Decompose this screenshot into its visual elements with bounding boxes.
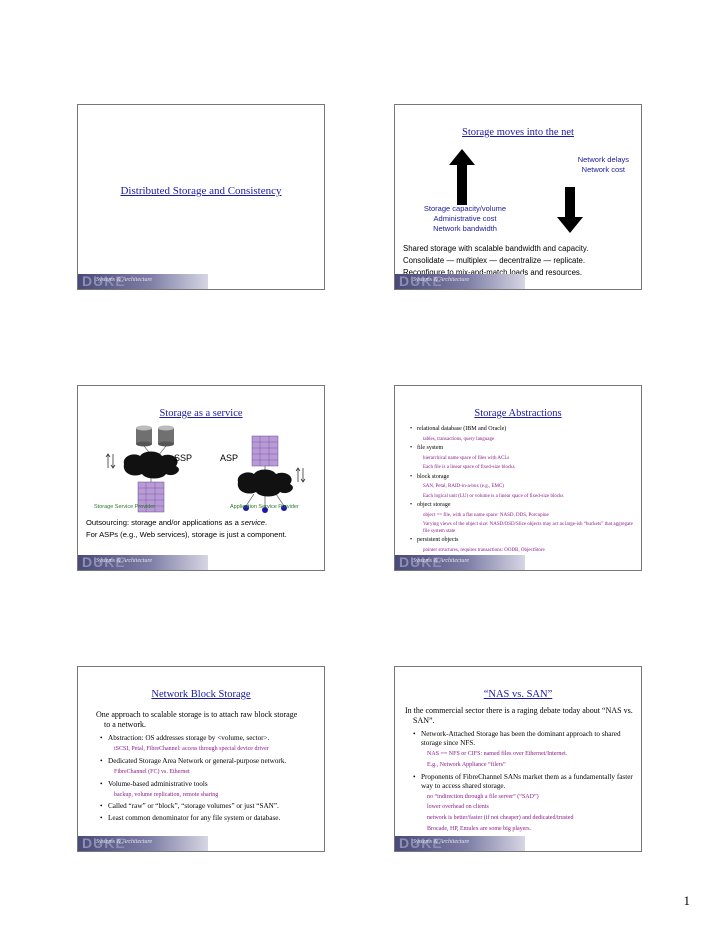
bullet-item: file system <box>409 445 635 453</box>
page-number: 1 <box>683 893 691 908</box>
bullet-item: persistent objects <box>409 537 635 545</box>
sub-bullet: Brocade, HP, Emulex are some big players… <box>427 825 532 832</box>
slide-intro: One approach to scalable storage is to a… <box>96 710 298 730</box>
duke-logo: DUKE <box>399 835 443 851</box>
slide-body: Outsourcing: storage and/or applications… <box>86 517 287 541</box>
sub-bullet: Varying views of the object size: NASD/O… <box>423 522 633 534</box>
slide-intro: In the commercial sector there is a ragi… <box>405 706 633 726</box>
bidirectional-arrow-icon <box>105 453 116 469</box>
client-node-icon <box>243 505 249 511</box>
asp-caption: Application Service Provider <box>230 504 299 510</box>
client-node-icon <box>281 505 287 511</box>
slide-title: Storage Abstractions <box>474 408 562 419</box>
down-arrow-icon <box>557 187 583 233</box>
network-cloud-icon <box>123 451 179 479</box>
bullet-item: Abstraction: OS addresses storage by <vo… <box>98 734 318 743</box>
slide-body: Shared storage with scalable bandwidth a… <box>403 243 588 279</box>
slide-distributed-storage: Distributed Storage and Consistency DUKE… <box>77 104 325 290</box>
up-arrow-icon <box>449 149 475 205</box>
sub-bullet: object == file, with a flat name space: … <box>423 512 549 518</box>
bullet-item: block storage <box>409 474 635 482</box>
server-rack-icon <box>137 481 165 513</box>
asp-label: ASP <box>220 453 239 463</box>
slide-footer: DUKE Systems & Architecture <box>78 273 208 289</box>
slide-title: Distributed Storage and Consistency <box>120 185 282 197</box>
sub-bullet: iSCSI, Petal, FibreChannel: access throu… <box>114 746 269 752</box>
sub-bullet: Each logical unit (LU) or volume is a li… <box>423 493 564 499</box>
sub-bullet: FibreChannel (FC) vs. Ethernet <box>114 768 190 775</box>
storage-service-diagram <box>105 425 306 513</box>
footer-text: Systems & Architecture <box>413 839 470 845</box>
bullet-item: Volume-based administrative tools <box>98 780 318 789</box>
server-rack-icon <box>251 435 279 467</box>
duke-logo: DUKE <box>399 273 443 289</box>
slide-footer: DUKE Systems & Architecture <box>395 835 525 851</box>
slide-network-block-storage: Network Block Storage One approach to sc… <box>77 666 325 852</box>
slide-footer: DUKE Systems & Architecture <box>78 835 208 851</box>
footer-text: Systems & Architecture <box>413 558 470 564</box>
sub-bullet: NAS == NFS or CIFS: named files over Eth… <box>427 751 568 757</box>
slide-title: Storage as a service <box>159 408 243 419</box>
bullet-item: Network-Attached Storage has been the do… <box>411 730 637 748</box>
disk-stack-icon <box>158 425 174 447</box>
bullet-item: relational database (IBM and Oracle) <box>409 426 635 434</box>
up-factor: Network cost <box>581 165 626 175</box>
up-factors: Network delays Network cost <box>578 155 629 175</box>
duke-logo: DUKE <box>82 835 126 851</box>
slide-storage-service: Storage as a service <box>77 385 325 571</box>
slide-title: Storage moves into the net <box>462 127 574 138</box>
slide-footer: DUKE Systems & Architecture <box>395 554 525 570</box>
down-factor: Network bandwidth <box>433 223 497 233</box>
sub-bullet: backup, volume replication, remote shari… <box>114 791 219 798</box>
bullet-list: relational database (IBM and Oracle) tab… <box>409 424 635 554</box>
sub-bullet: Each file is a linear space of fixed-siz… <box>423 465 515 470</box>
duke-logo: DUKE <box>399 554 443 570</box>
slide-storage-moves: Storage moves into the net Network delay… <box>394 104 642 290</box>
footer-text: Systems & Architecture <box>96 277 153 283</box>
body-line: Outsourcing: storage and/or applications… <box>86 518 268 527</box>
body-line: Shared storage with scalable bandwidth a… <box>403 244 589 253</box>
slide-nas-vs-san: “NAS vs. SAN” In the commercial sector t… <box>394 666 642 852</box>
duke-logo: DUKE <box>82 273 126 289</box>
sub-bullet: tables, transactions, query language <box>423 436 495 442</box>
slide-storage-abstractions: Storage Abstractions relational database… <box>394 385 642 571</box>
sub-bullet: E.g., Network Appliance “filers” <box>427 761 506 768</box>
network-cloud-icon <box>237 469 293 497</box>
bullet-item: Least common denominator for any file sy… <box>98 814 318 823</box>
body-line: Consolidate — multiplex — decentralize —… <box>403 256 586 266</box>
body-line: Reconfigure to mix-and-match loads and r… <box>403 268 582 278</box>
sub-bullet: network is better/faster (if not cheaper… <box>427 815 574 822</box>
footer-text: Systems & Architecture <box>413 277 470 283</box>
bullet-item: Dedicated Storage Area Network or genera… <box>98 757 318 766</box>
sub-bullet: no “indirection through a file server” (… <box>427 793 539 800</box>
disk-stack-icon <box>136 425 152 447</box>
sub-bullet: lower overhead on clients <box>427 804 489 811</box>
ssp-caption: Storage Service Provider <box>94 504 156 510</box>
bullet-list: Abstraction: OS addresses storage by <vo… <box>98 731 318 823</box>
footer-text: Systems & Architecture <box>96 839 153 845</box>
sub-bullet: SAN, Petal, RAID-in-a-box (e.g., EMC) <box>423 484 504 489</box>
slide-footer: DUKE Systems & Architecture <box>78 554 208 570</box>
footer-text: Systems & Architecture <box>96 558 153 564</box>
bullet-list: Network-Attached Storage has been the do… <box>411 727 637 834</box>
client-node-icon <box>262 507 268 513</box>
bullet-item: Proponents of FibreChannel SANs market t… <box>411 773 637 791</box>
ssp-label: SSP <box>174 453 193 463</box>
bullet-item: object storage <box>409 502 635 510</box>
slide-title: “NAS vs. SAN” <box>483 689 553 700</box>
down-factor: Administrative cost <box>433 213 497 223</box>
down-factor: Storage capacity/volume <box>423 204 507 213</box>
slide-footer: DUKE Systems & Architecture <box>395 273 525 289</box>
body-line: For ASPs (e.g., Web services), storage i… <box>86 530 287 540</box>
slide-title: Network Block Storage <box>151 689 251 700</box>
bullet-item: Called “raw” or “block”, “storage volume… <box>98 802 318 811</box>
sub-bullet: pointer structures, requires transaction… <box>423 547 545 553</box>
down-factors: Storage capacity/volume Administrative c… <box>395 204 535 233</box>
duke-logo: DUKE <box>82 554 126 570</box>
bidirectional-arrow-icon <box>295 467 306 483</box>
up-factor: Network delays <box>577 155 629 164</box>
sub-bullet: hierarchical name space of files with AC… <box>423 455 510 461</box>
